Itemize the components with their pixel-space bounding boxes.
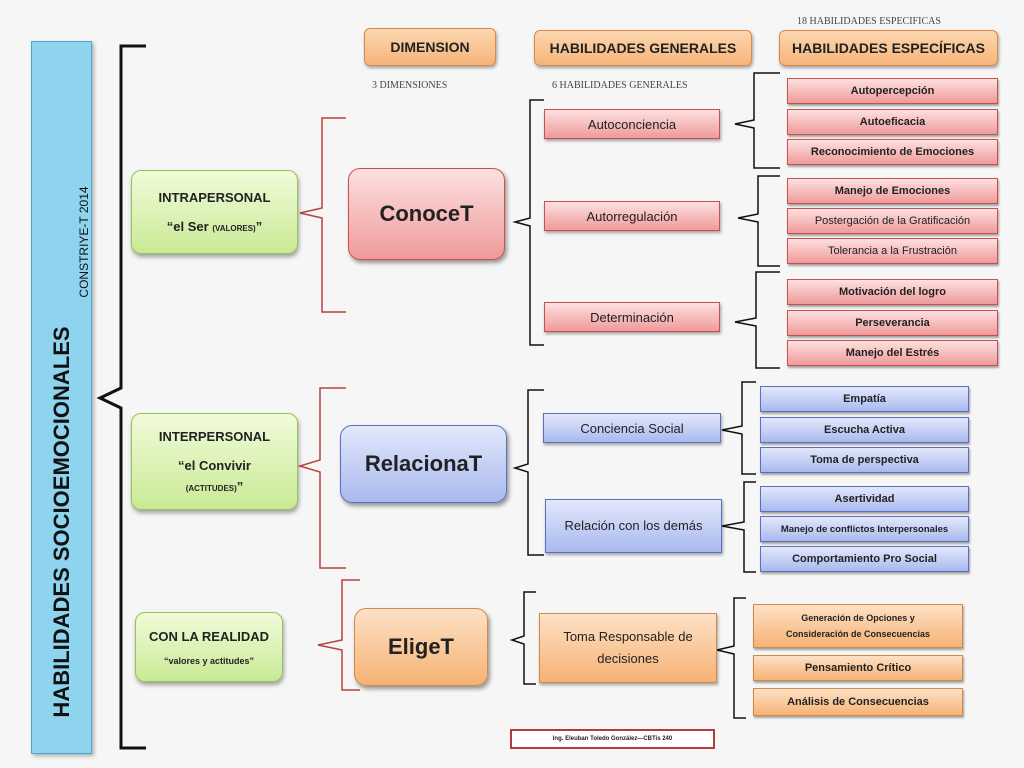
header-especificas: HABILIDADES ESPECÍFICAS <box>779 30 998 66</box>
category-interpersonal: INTERPERSONAL “el Convivir (ACTITUDES)” <box>131 413 298 510</box>
header-generales: HABILIDADES GENERALES <box>534 30 752 66</box>
specific-reconocimiento-emociones: Reconocimiento de Emociones <box>787 139 998 165</box>
note-dimensiones: 3 DIMENSIONES <box>372 80 448 91</box>
general-autoconciencia: Autoconciencia <box>544 109 720 139</box>
general-relacion-demas: Relación con los demás <box>545 499 722 553</box>
specific-analisis-consecuencias: Análisis de Consecuencias <box>753 688 963 716</box>
category-label: INTRAPERSONAL <box>158 190 271 205</box>
specific-escucha-activa: Escucha Activa <box>760 417 969 443</box>
general-determinacion: Determinación <box>544 302 720 332</box>
category-label: INTERPERSONAL <box>158 429 271 444</box>
specific-autopercepcion: Autopercepción <box>787 78 998 104</box>
category-label: CON LA REALIDAD <box>148 628 270 644</box>
category-quote: “el Convivir <box>178 458 251 473</box>
main-subtitle: CONSTRIYE-T 2014 <box>77 186 91 298</box>
category-quote-small: (ACTITUDES)” <box>185 479 244 494</box>
dimension-eliget: EligeT <box>354 608 488 686</box>
main-title-bar: HABILIDADES SOCIOEMOCIONALES CONSTRIYE-T… <box>31 41 92 754</box>
category-realidad: CON LA REALIDAD “valores y actitudes” <box>135 612 283 682</box>
specific-perseverancia: Perseverancia <box>787 310 998 336</box>
category-quote: “valores y actitudes” <box>163 655 255 666</box>
general-conciencia-social: Conciencia Social <box>543 413 721 443</box>
specific-generacion-opciones: Generación de Opciones y Consideración d… <box>753 604 963 648</box>
specific-autoeficacia: Autoeficacia <box>787 109 998 135</box>
category-intrapersonal: INTRAPERSONAL “el Ser (VALORES)” <box>131 170 298 254</box>
specific-motivacion-logro: Motivación del logro <box>787 279 998 305</box>
specific-manejo-estres: Manejo del Estrés <box>787 340 998 366</box>
dimension-conocet: ConoceT <box>348 168 505 260</box>
specific-pensamiento-critico: Pensamiento Crítico <box>753 655 963 681</box>
dimension-relacionat: RelacionaT <box>340 425 507 503</box>
specific-pro-social: Comportamiento Pro Social <box>760 546 969 572</box>
specific-manejo-emociones: Manejo de Emociones <box>787 178 998 204</box>
specific-toma-perspectiva: Toma de perspectiva <box>760 447 969 473</box>
main-title: HABILIDADES SOCIOEMOCIONALES <box>49 326 74 718</box>
header-dimension: DIMENSION <box>364 28 496 66</box>
author-credit: Ing. Eleuban Toledo González—CBTis 240 <box>510 729 715 749</box>
specific-tolerancia-frustracion: Tolerancia a la Frustración <box>787 238 998 264</box>
specific-empatia: Empatía <box>760 386 969 412</box>
specific-manejo-conflictos: Manejo de conflictos Interpersonales <box>760 516 969 542</box>
note-generales: 6 HABILIDADES GENERALES <box>552 80 688 91</box>
specific-postergacion-gratificacion: Postergación de la Gratificación <box>787 208 998 234</box>
note-especificas: 18 HABILIDADES ESPECIFICAS <box>797 16 941 27</box>
category-quote: “el Ser (VALORES)” <box>166 219 263 234</box>
general-toma-decisiones: Toma Responsable de decisiones <box>539 613 717 683</box>
specific-asertividad: Asertividad <box>760 486 969 512</box>
general-autorregulacion: Autorregulación <box>544 201 720 231</box>
